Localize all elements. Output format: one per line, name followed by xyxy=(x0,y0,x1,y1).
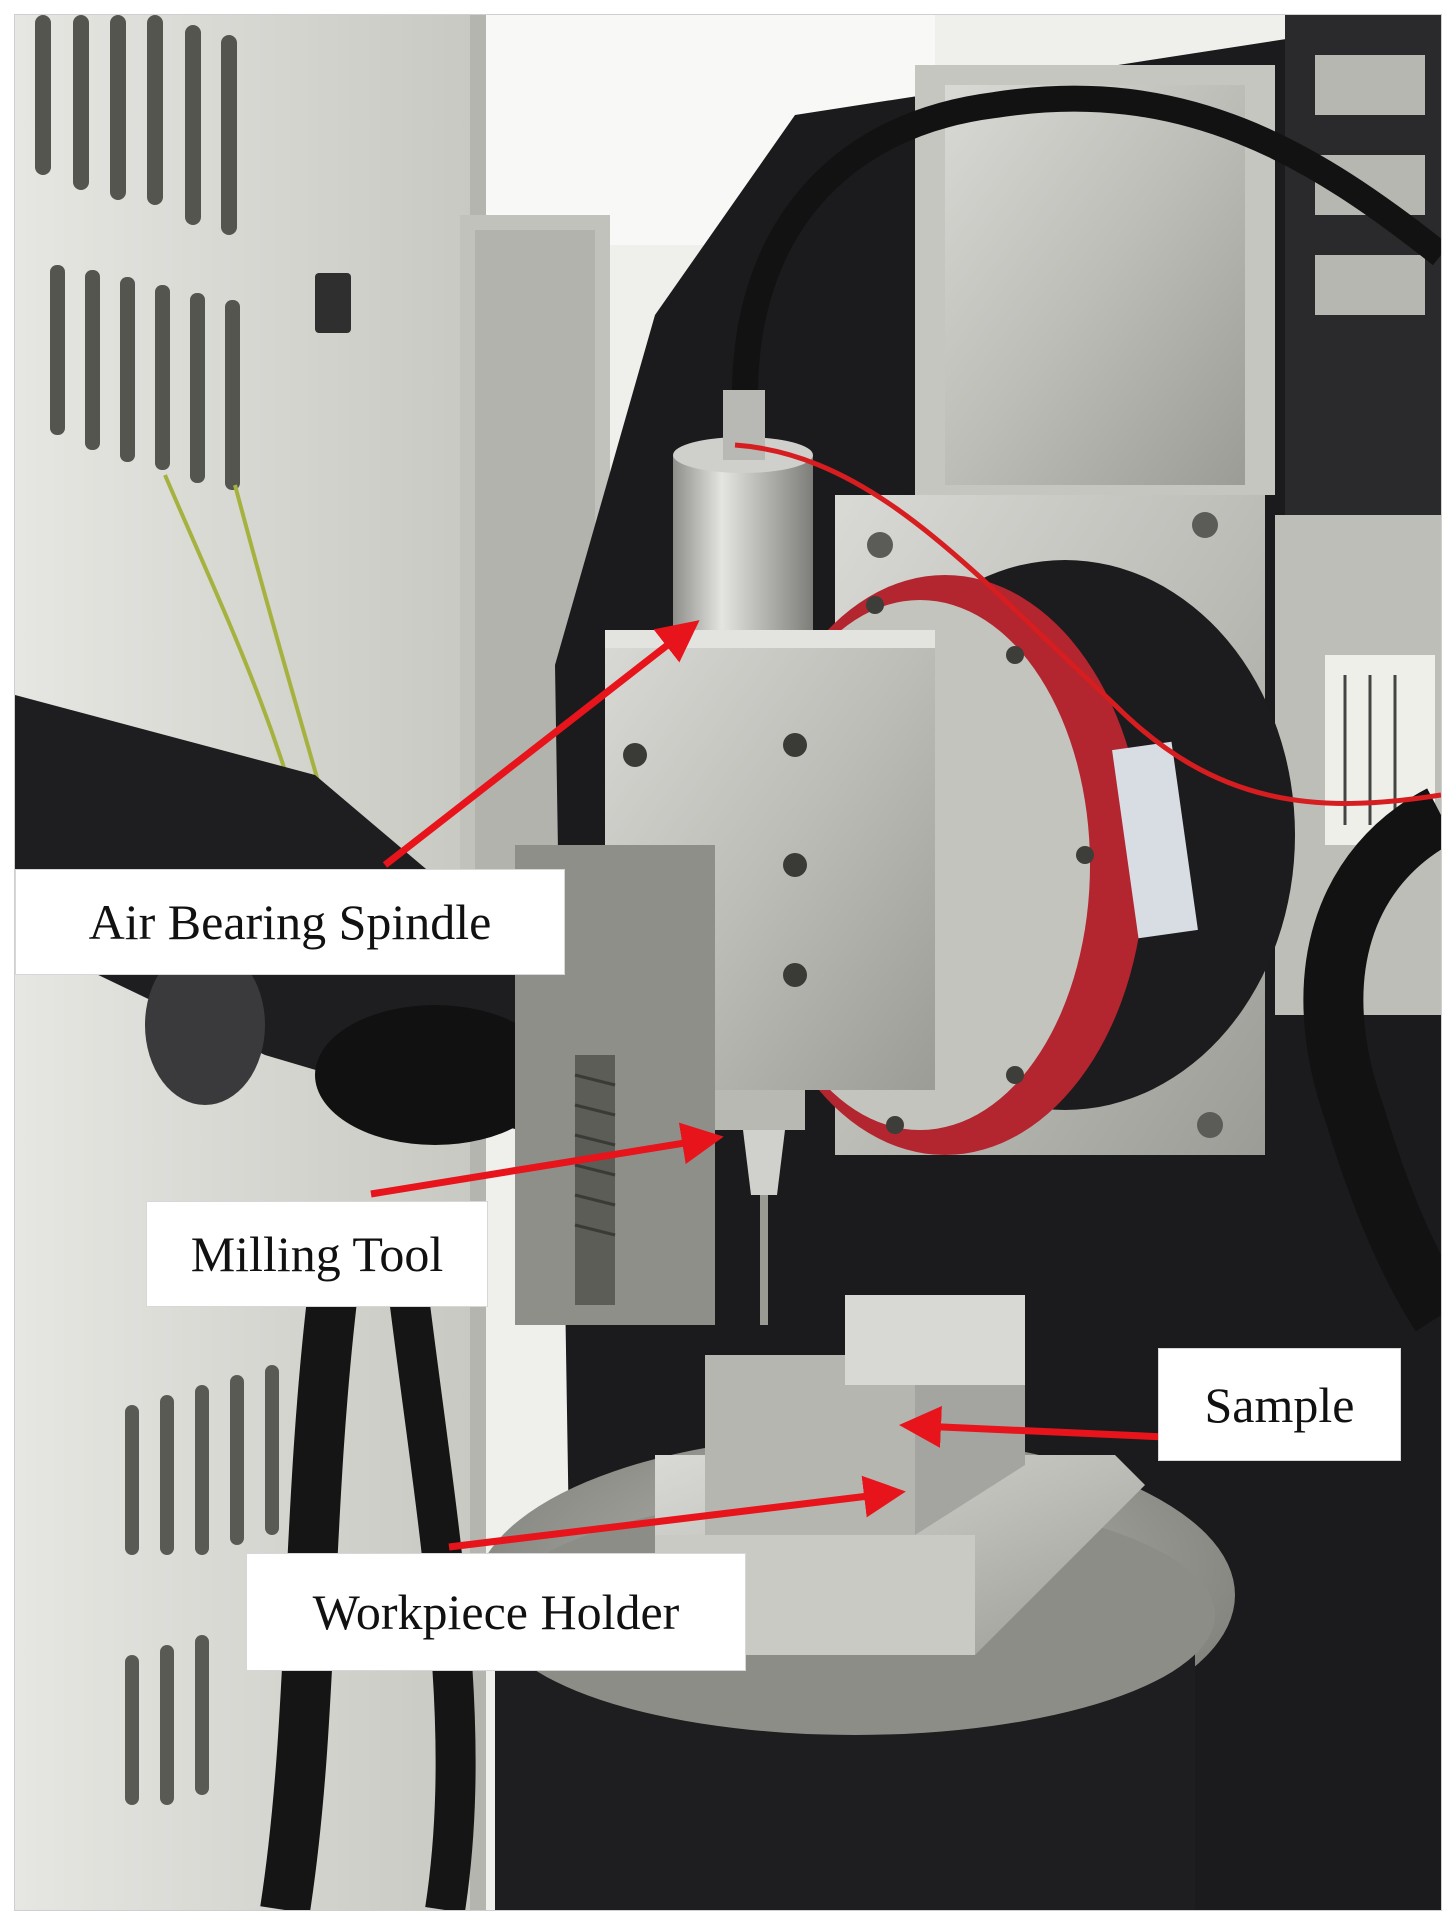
clamp-block xyxy=(845,1295,1025,1385)
label-air-bearing-spindle: Air Bearing Spindle xyxy=(15,869,565,975)
arrow-air-bearing-spindle xyxy=(382,620,700,868)
label-workpiece-holder: Workpiece Holder xyxy=(246,1553,746,1671)
motor-label xyxy=(1112,741,1198,939)
cabinet-latch xyxy=(315,273,351,333)
arrow-milling-tool xyxy=(370,1122,724,1198)
label-sample: Sample xyxy=(1158,1348,1401,1461)
black-cable xyxy=(732,85,1441,396)
spindle-nose xyxy=(715,1090,805,1130)
cabinet-vents-top xyxy=(35,15,240,490)
collet xyxy=(743,1130,785,1195)
cabinet-vents-bottom xyxy=(125,1365,279,1805)
arrow-workpiece-holder xyxy=(448,1475,906,1551)
photo-frame: Air Bearing Spindle Milling Tool Sample … xyxy=(14,14,1442,1911)
milling-tool xyxy=(760,1195,768,1325)
red-wire xyxy=(734,442,1441,806)
label-milling-tool: Milling Tool xyxy=(146,1201,488,1307)
